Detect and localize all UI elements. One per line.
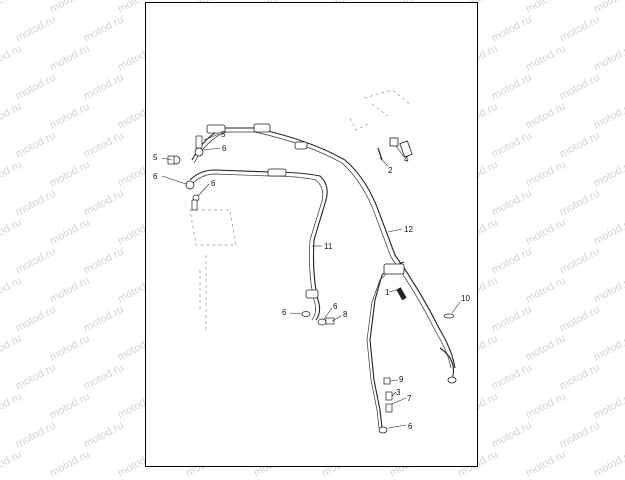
callout-6b: 6 <box>153 172 158 181</box>
hose-sleeve <box>206 124 226 134</box>
hose-sleeve <box>267 168 287 177</box>
ghost-parts <box>189 89 411 330</box>
banjo-fittings <box>167 135 455 434</box>
callout-6f: 6 <box>408 422 413 431</box>
junction-block <box>383 263 405 275</box>
callout-6c: 6 <box>211 179 216 188</box>
callout-11: 11 <box>324 242 333 251</box>
hose-sleeve <box>253 123 271 133</box>
callout-12: 12 <box>404 225 413 234</box>
callout-5a: 5 <box>221 130 226 139</box>
callout-4: 4 <box>404 155 409 164</box>
hose-sleeve <box>294 141 308 150</box>
leader-lines <box>161 133 461 429</box>
callout-5b: 5 <box>153 153 158 162</box>
callout-3: 3 <box>396 388 401 397</box>
hose-sleeve <box>305 289 319 299</box>
callout-labels: 1 2 3 4 5 5 6 6 6 6 6 6 7 8 9 10 11 12 <box>153 130 470 431</box>
callout-8: 8 <box>343 310 348 319</box>
callout-7: 7 <box>407 394 412 403</box>
brake-hose-diagram: 1 2 3 4 5 5 6 6 6 6 6 6 7 8 9 10 11 12 <box>153 89 470 434</box>
callout-6e: 6 <box>333 302 338 311</box>
callout-1: 1 <box>385 288 390 297</box>
lower-branch-hose <box>366 261 457 429</box>
callout-9: 9 <box>399 375 404 384</box>
callout-10: 10 <box>461 294 470 303</box>
hose-11 <box>189 168 328 321</box>
hose-end-fitting <box>447 376 457 384</box>
callout-2: 2 <box>388 166 393 175</box>
callout-6a: 6 <box>222 144 227 153</box>
callout-6d: 6 <box>282 308 287 317</box>
hose-12 <box>191 123 456 369</box>
